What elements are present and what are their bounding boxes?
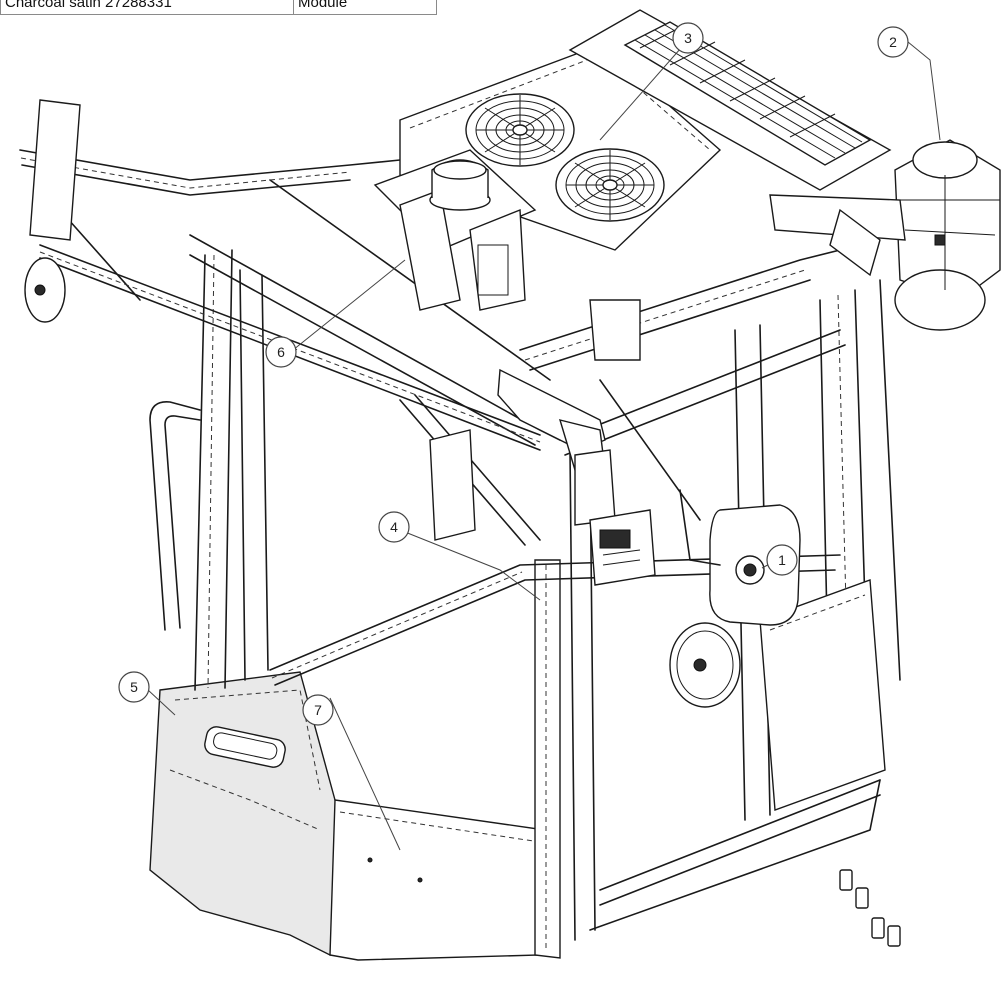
callout-3: 3 (672, 22, 704, 54)
ac-unit (894, 139, 1001, 331)
front-center-panel (329, 799, 546, 961)
svg-text:2: 2 (889, 34, 897, 50)
svg-text:7: 7 (314, 702, 322, 718)
callout-5: 5 (118, 671, 150, 703)
beacon-mount (373, 149, 537, 311)
svg-text:4: 4 (390, 519, 398, 535)
left-mirror-arm (19, 99, 541, 451)
left-grab-handle (149, 401, 201, 631)
fan-right (555, 148, 665, 222)
parts-table: Charcoal satin 27288331 Module (0, 0, 437, 15)
part-type: Module (293, 0, 437, 15)
callout-4: 4 (378, 511, 410, 543)
svg-text:1: 1 (778, 552, 786, 568)
callout-2: 2 (877, 26, 909, 58)
parts-table-row: Charcoal satin 27288331 Module (0, 0, 437, 15)
svg-text:6: 6 (277, 344, 285, 360)
beacon-light (429, 159, 491, 211)
svg-text:5: 5 (130, 679, 138, 695)
loose-fittings (839, 869, 901, 947)
svg-text:3: 3 (684, 30, 692, 46)
control-module (429, 429, 656, 586)
air-ducts (497, 194, 906, 526)
callout-6: 6 (265, 336, 297, 368)
callout-1: 1 (766, 544, 798, 576)
callout-7: 7 (302, 694, 334, 726)
fan-left (465, 93, 575, 167)
front-lower-fairing (149, 671, 359, 957)
right-mirror (669, 489, 801, 708)
roof-radiator (568, 9, 892, 191)
